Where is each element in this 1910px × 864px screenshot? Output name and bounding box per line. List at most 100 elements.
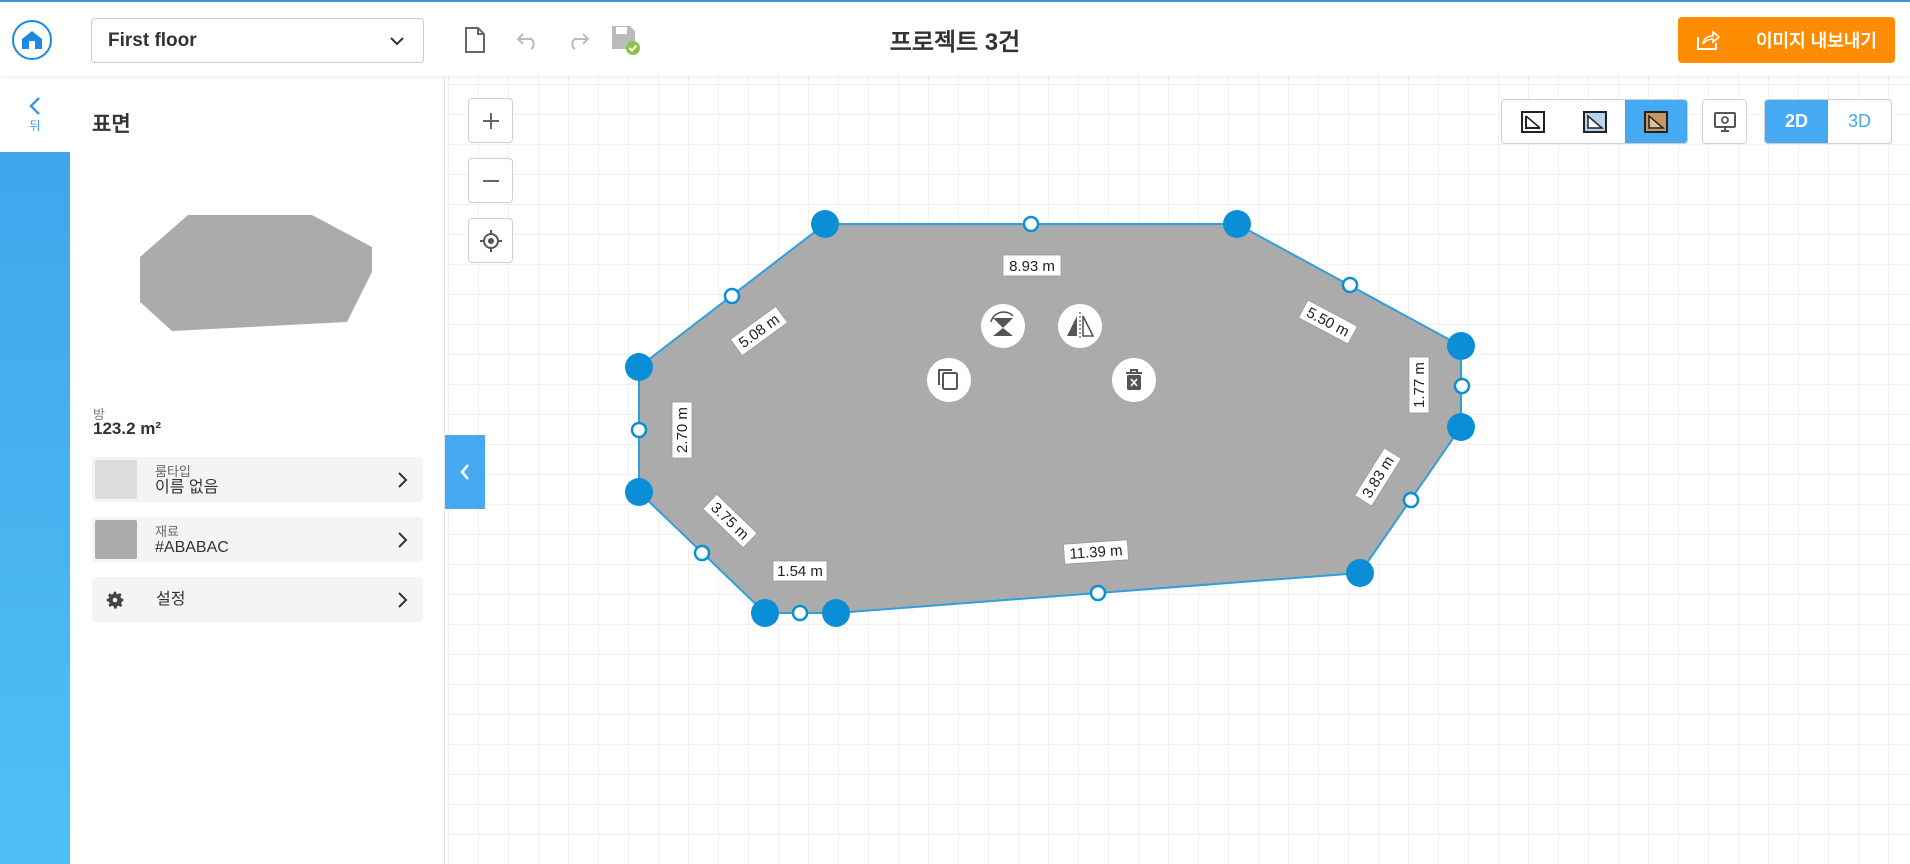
- chevron-left-icon: [29, 96, 40, 115]
- measurement-top: 8.93 m: [1002, 254, 1062, 277]
- area-value: 123.2 m²: [93, 419, 162, 438]
- share-export-icon: [1697, 30, 1720, 50]
- delete-button[interactable]: [1112, 358, 1156, 402]
- svg-text:11.39 m: 11.39 m: [1069, 542, 1123, 563]
- monitor-settings-icon: [1713, 111, 1736, 132]
- export-image-button[interactable]: 이미지 내보내기: [1678, 17, 1895, 63]
- svg-text:8.93 m: 8.93 m: [1009, 258, 1055, 275]
- texture-mode-icon: [1644, 110, 1669, 133]
- document-icon: [465, 27, 485, 53]
- room-type-swatch: [95, 460, 137, 499]
- view-2d-button[interactable]: 2D: [1765, 100, 1828, 143]
- vertex-handle[interactable]: [811, 210, 839, 238]
- copy-icon: [938, 369, 958, 390]
- back-button[interactable]: 뒤: [0, 76, 70, 152]
- mode-texture-button[interactable]: [1625, 100, 1687, 143]
- zoom-in-button[interactable]: [468, 98, 513, 143]
- back-label: 뒤: [29, 118, 41, 133]
- recenter-button[interactable]: [468, 218, 513, 263]
- save-icon: [612, 26, 640, 55]
- left-strip: [0, 76, 70, 864]
- vertex-handle[interactable]: [1447, 332, 1475, 360]
- svg-text:2.70 m: 2.70 m: [674, 407, 691, 453]
- edge-midpoint-handles: [630, 215, 1471, 622]
- gear-icon: [106, 591, 124, 609]
- chevron-down-icon: [390, 37, 404, 46]
- zoom-out-button[interactable]: [468, 158, 513, 203]
- measurement-bottom: 11.39 m: [1062, 539, 1130, 565]
- flip-icon: [1067, 312, 1095, 340]
- collapse-panel-button[interactable]: [445, 435, 485, 509]
- measurement-left: 2.70 m: [671, 401, 693, 459]
- vertex-handle[interactable]: [1346, 559, 1374, 587]
- export-label: 이미지 내보내기: [1756, 31, 1877, 51]
- redo-button[interactable]: [564, 24, 592, 56]
- draw-mode-group: [1501, 99, 1688, 144]
- properties-panel: 표면 방 123.2 m² 룸타입 이름 없음 재료 #ABABAC 설정: [70, 76, 445, 864]
- chevron-right-icon: [398, 472, 408, 488]
- new-document-button[interactable]: [461, 24, 489, 56]
- room-type-value: 이름 없음: [155, 478, 219, 496]
- crosshair-icon: [479, 229, 502, 252]
- vertex-handle[interactable]: [1447, 413, 1475, 441]
- fill-mode-icon: [1582, 110, 1607, 133]
- plus-icon: [482, 112, 499, 129]
- room-shape-preview: [140, 215, 372, 331]
- minus-icon: [482, 179, 499, 182]
- midpoint-handle-top[interactable]: [1022, 215, 1040, 233]
- dimension-toggle: 2D 3D: [1764, 99, 1892, 144]
- material-label: 재료: [155, 523, 179, 539]
- vertex-handle[interactable]: [1223, 210, 1251, 238]
- app-logo[interactable]: [12, 20, 52, 60]
- house-logo-icon: [22, 31, 42, 49]
- flip-button[interactable]: [1058, 304, 1102, 348]
- vertex-handle[interactable]: [822, 599, 850, 627]
- undo-button[interactable]: [514, 24, 542, 56]
- view-3d-button[interactable]: 3D: [1847, 111, 1871, 131]
- measurement-bottom-short: 1.54 m: [772, 560, 828, 582]
- chevron-left-icon: [460, 464, 469, 480]
- midpoint-handle-upper-right[interactable]: [1341, 276, 1359, 294]
- vertex-handle[interactable]: [625, 478, 653, 506]
- svg-text:1.77 m: 1.77 m: [1411, 362, 1428, 408]
- rotate-icon: [990, 311, 1014, 336]
- undo-icon: [516, 33, 535, 50]
- chevron-right-icon: [398, 592, 408, 608]
- midpoint-handle-lower-left[interactable]: [693, 544, 711, 562]
- settings-label: 설정: [156, 590, 186, 608]
- floor-select-value: First floor: [108, 29, 197, 51]
- area-label: 방: [93, 407, 105, 422]
- outline-mode-icon: [1520, 110, 1545, 133]
- save-button[interactable]: [608, 24, 644, 56]
- room-type-label: 룸타입: [155, 463, 191, 479]
- duplicate-button[interactable]: [927, 358, 971, 402]
- material-value: #ABABAC: [155, 538, 229, 556]
- svg-text:1.54 m: 1.54 m: [777, 563, 823, 580]
- vertex-handles: [625, 210, 1475, 627]
- view-settings-button[interactable]: [1702, 99, 1747, 144]
- chevron-right-icon: [398, 532, 408, 548]
- room-type-row[interactable]: 룸타입 이름 없음: [92, 457, 423, 502]
- trash-icon: [1126, 369, 1142, 390]
- floor-select[interactable]: First floor: [91, 18, 424, 63]
- vertex-handle[interactable]: [751, 599, 779, 627]
- panel-title: 표면: [92, 113, 131, 136]
- vertex-handle[interactable]: [625, 353, 653, 381]
- midpoint-handle-upper-left[interactable]: [723, 287, 741, 305]
- measurement-right: 1.77 m: [1408, 356, 1430, 414]
- settings-row[interactable]: 설정: [92, 577, 423, 622]
- midpoint-handle-bottom[interactable]: [1089, 584, 1107, 602]
- midpoint-handle-left[interactable]: [630, 421, 648, 439]
- mode-outline-button[interactable]: [1502, 100, 1564, 143]
- room-polygon[interactable]: [638, 223, 1462, 614]
- midpoint-handle-bottom-short[interactable]: [791, 604, 809, 622]
- midpoint-handle-right[interactable]: [1453, 377, 1471, 395]
- midpoint-handle-lower-right[interactable]: [1402, 491, 1420, 509]
- redo-icon: [571, 33, 590, 50]
- top-bar: First floor 프로젝트 3건: [0, 0, 1910, 76]
- rotate-button[interactable]: [981, 304, 1025, 348]
- material-swatch: [95, 520, 137, 559]
- mode-fill-button[interactable]: [1564, 100, 1626, 143]
- material-row[interactable]: 재료 #ABABAC: [92, 517, 423, 562]
